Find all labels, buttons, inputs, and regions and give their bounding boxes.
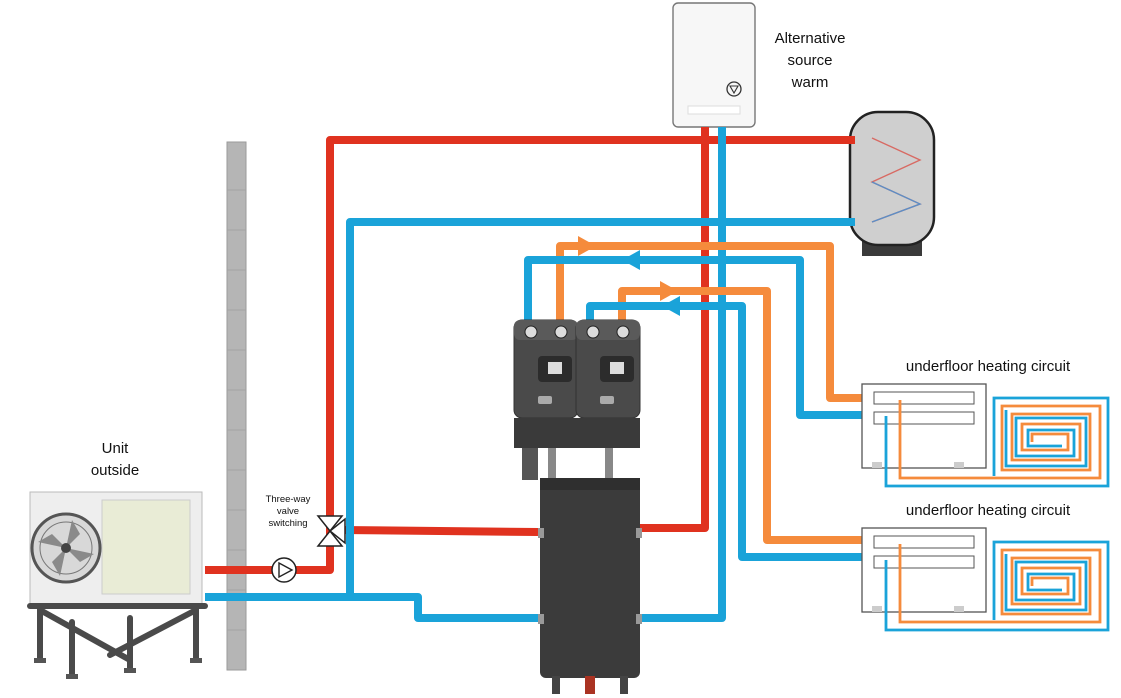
heat-pump-unit <box>27 491 208 679</box>
pipe-circuit2-return <box>586 302 862 561</box>
hot-water-cylinder <box>848 110 936 256</box>
pump-icon <box>271 557 297 583</box>
label-alternative-source: Alternative source warm <box>768 28 852 93</box>
pipe-hot-boiler <box>640 127 709 532</box>
pipe-cold-cylinder <box>346 218 855 597</box>
pipe-cold-main <box>205 593 538 622</box>
pipe-circuit1-supply <box>556 242 862 402</box>
flow-arrow-2 <box>622 250 640 270</box>
label-line: warm <box>791 73 829 91</box>
label-line: valve <box>276 505 300 517</box>
label-line: source <box>787 51 833 69</box>
label-line: Three-way <box>265 494 311 505</box>
pipe-circuit2-supply <box>618 287 862 544</box>
pipe-circuit1-return <box>524 256 862 419</box>
pump-group-2 <box>575 319 641 419</box>
pump-group-1 <box>513 319 579 419</box>
label-underfloor-1: underfloor heating circuit <box>905 358 1071 375</box>
underfloor-circuit-1 <box>861 383 1110 488</box>
pipe-hot-valve-to-tank <box>339 526 539 536</box>
flow-arrow-3 <box>660 281 678 301</box>
underfloor-circuit-2 <box>861 527 1110 632</box>
label-line: Unit <box>101 440 129 457</box>
label-line: Alternative <box>774 30 846 47</box>
label-unit-outside: Unit outside <box>80 438 150 482</box>
three-way-valve-icon <box>316 515 346 547</box>
fan-icon <box>30 512 102 584</box>
buffer-tank <box>522 440 642 694</box>
flow-arrow-4 <box>662 296 680 316</box>
pipe-hot-main <box>205 136 855 574</box>
label-three-way-valve: Three-way valve switching <box>258 494 318 530</box>
manifold-block <box>514 418 640 448</box>
flow-arrow-1 <box>578 236 596 256</box>
pipes <box>205 127 862 622</box>
wall <box>226 141 247 671</box>
alternative-heat-source <box>672 2 756 128</box>
label-line: switching <box>268 517 308 529</box>
boiler-pump-icon <box>726 81 742 97</box>
label-underfloor-2: underfloor heating circuit <box>905 502 1071 519</box>
label-line: outside <box>90 461 140 479</box>
pipe-cold-boiler <box>640 127 726 622</box>
